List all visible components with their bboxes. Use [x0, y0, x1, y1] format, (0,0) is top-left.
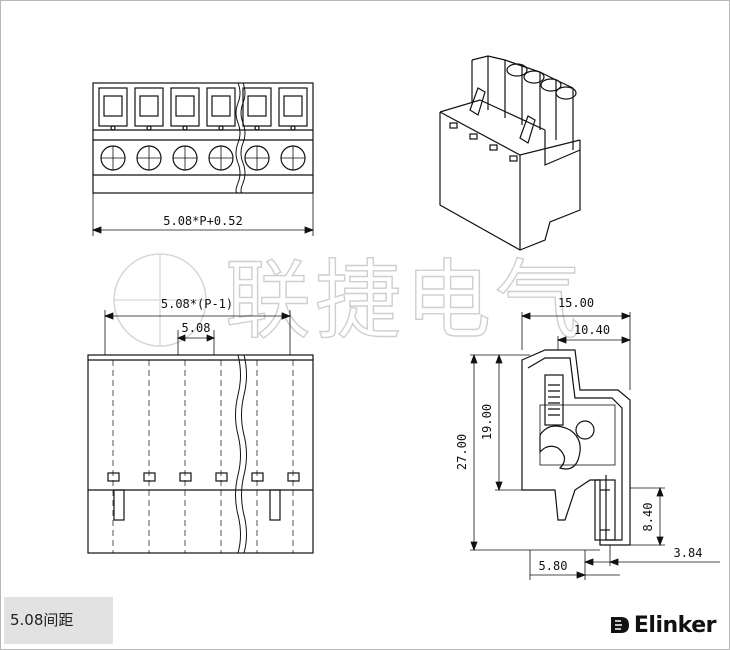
- dim-span-label: 5.08*(P-1): [161, 297, 233, 311]
- brand-name: Elinker: [633, 612, 717, 638]
- screw-slot: [137, 146, 161, 170]
- dim-pitch: [176, 330, 216, 355]
- contact-dot: [290, 125, 296, 131]
- dim-pitch-label: 5.08: [182, 321, 211, 335]
- contact-dot: [218, 125, 224, 131]
- wire-opening: [139, 95, 159, 117]
- wire-opening: [283, 95, 303, 117]
- dim-plug-height-label: 8.40: [641, 503, 655, 532]
- terminal-cell: [242, 87, 272, 127]
- dim-span: [103, 310, 292, 355]
- terminal-cell: [206, 87, 236, 127]
- contact-dot: [254, 125, 260, 131]
- dim-total-width: [91, 193, 315, 236]
- caption-label: 5.08间距: [4, 597, 113, 644]
- wire-opening: [247, 95, 267, 117]
- dim-plug-width-label: 3.84: [674, 546, 703, 560]
- section-view: [521, 349, 631, 546]
- wire-opening: [175, 95, 195, 117]
- terminal-cell: [278, 87, 308, 127]
- pin-slot: [107, 472, 120, 482]
- section-dims: [470, 312, 720, 580]
- pin-slot: [179, 472, 192, 482]
- brand-logo: Elinker: [609, 612, 717, 638]
- contact-dot: [110, 125, 116, 131]
- terminal-cell: [134, 87, 164, 127]
- side-view: [87, 354, 314, 554]
- screw-slot: [209, 146, 233, 170]
- dim-height-label: 27.00: [455, 434, 469, 470]
- screw-slot: [173, 146, 197, 170]
- contact-dot: [182, 125, 188, 131]
- iso-view: [439, 55, 581, 251]
- pin-slot: [215, 472, 228, 482]
- dim-total-width-label: 5.08*P+0.52: [163, 214, 242, 228]
- screw-slot: [281, 146, 305, 170]
- contact-dot: [146, 125, 152, 131]
- brand-mark-icon: [610, 617, 629, 633]
- dim-depth-inner-label: 10.40: [574, 323, 610, 337]
- terminal-cell: [98, 87, 128, 127]
- pin-slot: [251, 472, 264, 482]
- pin-slot: [287, 472, 300, 482]
- screw-slot: [101, 146, 125, 170]
- dim-bottom-offset-label: 5.80: [539, 559, 568, 573]
- pin-slot: [143, 472, 156, 482]
- screw-slot: [245, 146, 269, 170]
- watermark-text: 联捷电气: [225, 251, 585, 351]
- wire-opening: [103, 95, 123, 117]
- terminal-cell: [170, 87, 200, 127]
- wire-opening: [211, 95, 231, 117]
- dim-height-upper-label: 19.00: [480, 404, 494, 440]
- front-view: [92, 82, 314, 194]
- dim-depth-label: 15.00: [558, 296, 594, 310]
